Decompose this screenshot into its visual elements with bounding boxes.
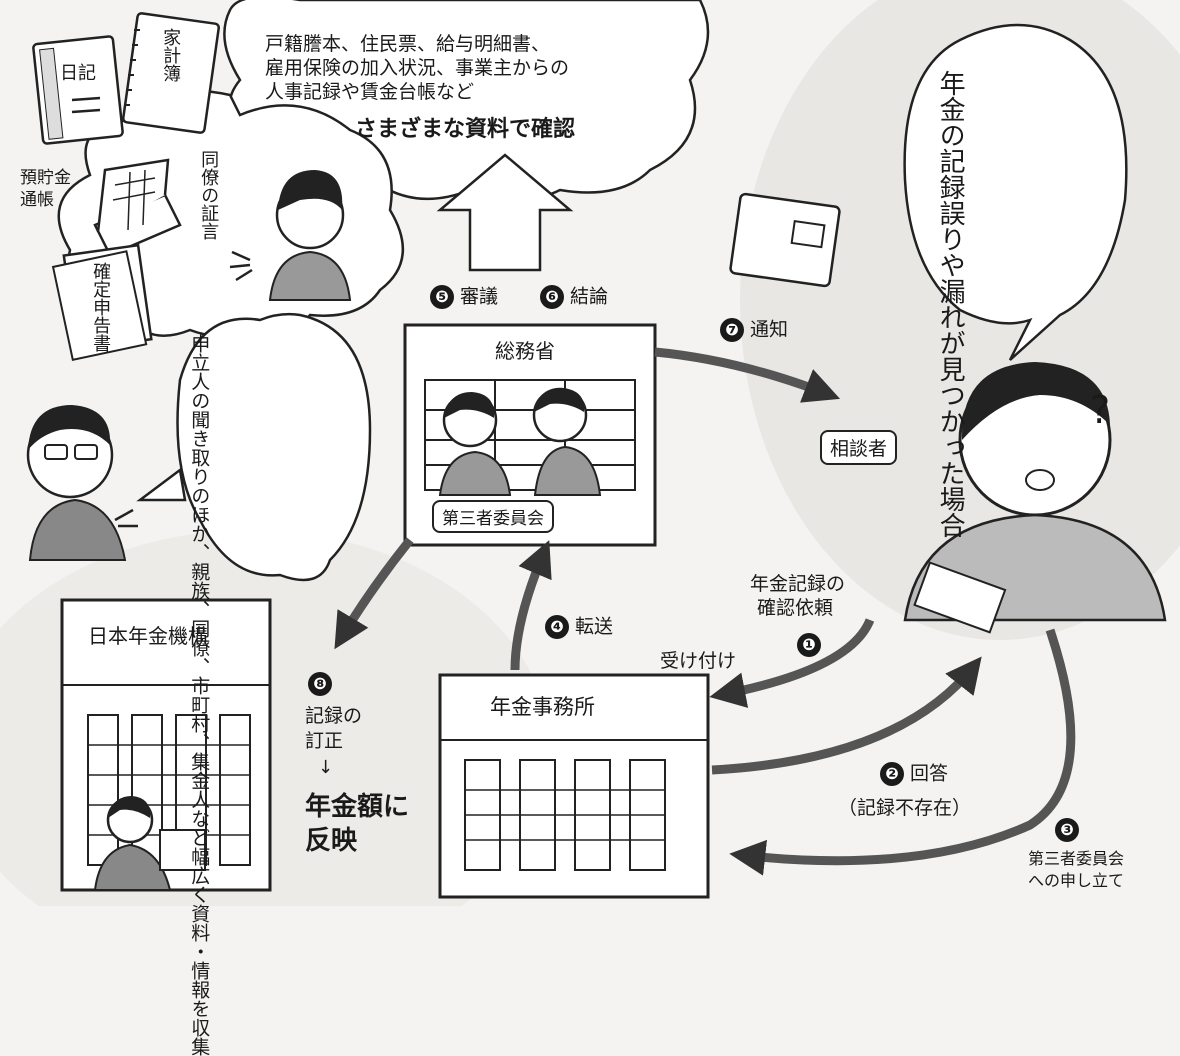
step-1-number-icon: ❶ [797,633,821,657]
step-7: ❼ 通知 [720,318,788,342]
passbook [93,158,182,257]
arrow-ministry-to-org [334,537,414,650]
step-6-number-icon: ❻ [540,285,564,309]
step-6-label: 結論 [570,285,609,308]
investigator-bubble-text: 申立人の聞き取りのほか、親族、同僚、市町村、集金人など幅広く資料・情報を収集 [188,334,210,1056]
diary-label: 日記 [60,63,96,84]
investigator-bubble [136,312,372,582]
receive-label: 受け付け [660,650,737,672]
pension-office-building [438,673,710,899]
step-8: ❽ [308,672,338,696]
step-2-label: 回答 [910,762,949,785]
passbook-label-1: 預貯金 [20,168,71,188]
sources-summary: さまざまな資料で確認 [355,117,576,142]
consultor-bubble [903,23,1128,361]
step-7-number-icon: ❼ [720,318,744,342]
tax-return-doc [51,243,153,362]
ministry-name: 総務省 [495,339,555,363]
passbook-label-2: 通帳 [20,190,54,210]
investigator-figure [26,405,138,561]
diagram-canvas [26,0,1180,899]
step-5: ❺ 審議 [430,285,498,309]
step-5-number-icon: ❺ [430,285,454,309]
household-ledger [122,12,220,134]
arrow-request [709,618,875,708]
arrow-office-to-ministry [510,540,552,671]
step-1-label-line1: 年金記録の [750,573,846,595]
step-6: ❻ 結論 [540,285,608,309]
step-1-label-line2: 確認依頼 [757,597,834,619]
step-3-number-icon: ❸ [1055,818,1079,842]
step-8-label-line4: 反映 [305,826,358,856]
confirm-up-arrow [436,153,574,272]
step-8-down-arrow: ↓ [318,757,334,778]
step-5-label: 審議 [460,285,499,308]
sources-line-3: 人事記録や賃金台帳など [265,81,475,103]
pension-org-name: 日本年金機構 [88,624,208,648]
arrow-answer [711,656,982,775]
consultor-bubble-text: 年金の記録誤りや漏れが見つかった場合 [935,70,965,538]
sources-line-1: 戸籍謄本、住民票、給与明細書、 [265,33,551,55]
question-mark: ? [1090,388,1111,432]
step-8-number-icon: ❽ [308,672,332,696]
step-3: ❸ [1055,818,1085,842]
step-2-sub: （記録不存在） [838,797,972,819]
pension-office-name: 年金事務所 [490,695,595,719]
colleague-testimony-label: 同僚の証言 [198,150,219,240]
tax-return-label: 確定申告書 [90,262,112,352]
step-8-label-line2: 訂正 [305,730,344,752]
colleague-figure [229,170,352,301]
diary-book [32,35,124,145]
sources-line-2: 雇用保険の加入状況、事業主からの [265,57,570,79]
step-4-number-icon: ❹ [545,615,569,639]
step-7-label: 通知 [750,318,789,341]
pension-org-building [60,598,272,892]
step-3-label-line1: 第三者委員会 [1028,849,1125,868]
notice-card [729,192,841,288]
step-3-label-line2: への申し立て [1028,871,1125,890]
arrow-ministry-to-consultor [654,347,841,403]
consultor-figure [903,362,1167,634]
ministry-building [403,323,657,547]
step-8-label-line3: 年金額に [305,792,410,822]
consultor-label: 相談者 [820,430,898,465]
committee-label: 第三者委員会 [432,500,554,533]
step-1: ❶ [797,633,827,657]
step-4: ❹ 転送 [545,615,613,639]
arrow-appeal [729,628,1076,876]
step-4-label: 転送 [575,615,614,638]
step-2: ❷ 回答 [880,762,948,786]
step-2-number-icon: ❷ [880,762,904,786]
household-ledger-label: 家計簿 [160,28,182,82]
step-8-label-line1: 記録の [305,705,363,727]
